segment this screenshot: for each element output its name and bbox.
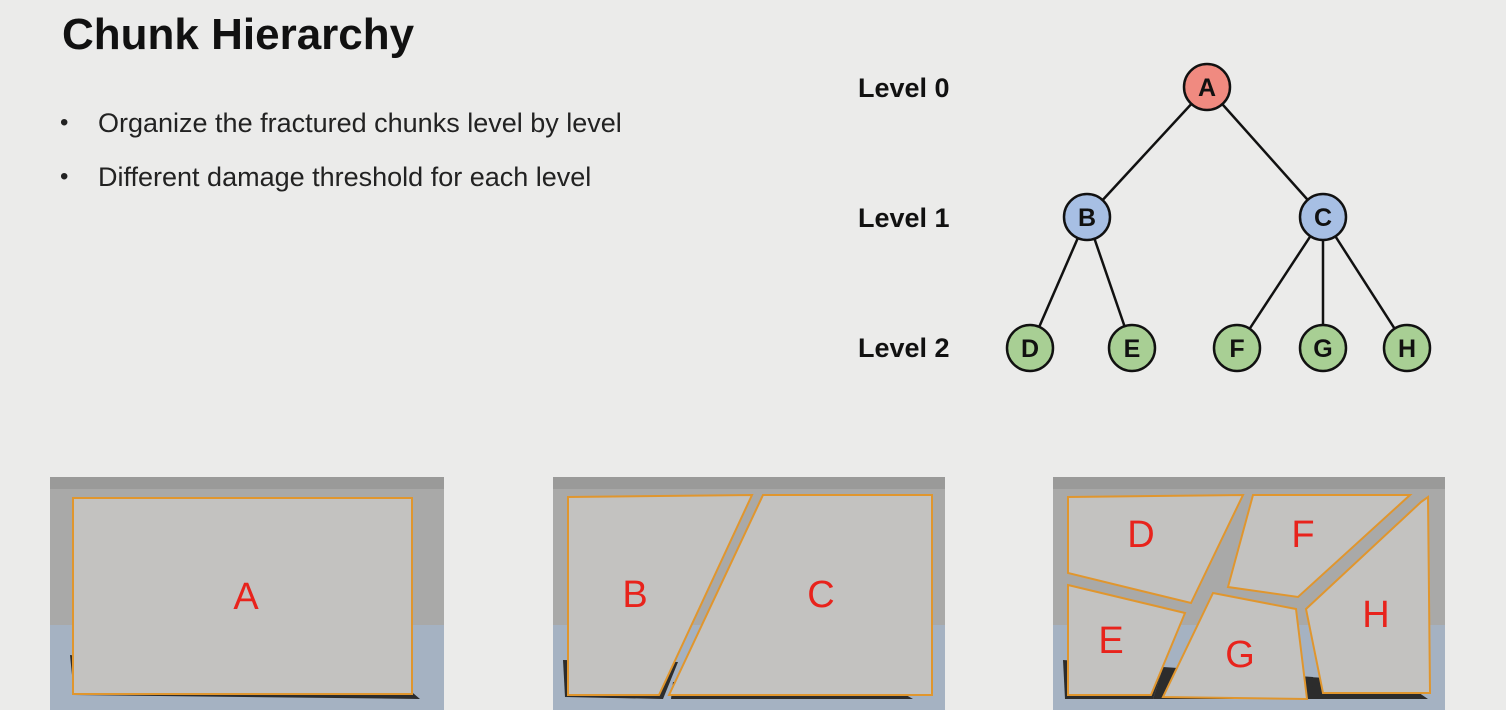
node-circle <box>1382 323 1432 373</box>
tree-node-h: H <box>1382 323 1432 373</box>
node-circle <box>1107 323 1157 373</box>
node-circle <box>1298 192 1348 242</box>
chunk-h <box>1304 495 1432 694</box>
node-label: C <box>1314 204 1332 232</box>
chunk-d <box>1067 493 1245 605</box>
bullet-list: • Organize the fractured chunks level by… <box>60 104 622 212</box>
chunk-panel-level-2: D F E G H <box>1053 477 1445 710</box>
edge-c-h <box>1321 216 1409 349</box>
chunk-label: G <box>1225 634 1255 676</box>
chunk-c <box>667 494 933 696</box>
node-label: B <box>1078 204 1096 232</box>
node-label: F <box>1229 335 1244 363</box>
node-circle <box>1212 323 1262 373</box>
node-label: E <box>1124 335 1141 363</box>
node-label: A <box>1198 74 1216 102</box>
chunk-label: C <box>807 574 834 616</box>
chunk-a <box>72 497 413 695</box>
slide-title: Chunk Hierarchy <box>62 10 415 59</box>
hierarchy-tree: Level 0 Level 1 Level 2 A B C D <box>858 62 1432 373</box>
chunk-label: F <box>1291 514 1314 556</box>
tree-node-b: B <box>1062 192 1112 242</box>
tree-node-g: G <box>1298 323 1348 373</box>
chunk-label: B <box>622 574 647 616</box>
chunk-label: H <box>1362 594 1389 636</box>
node-circle <box>1298 323 1348 373</box>
bullet-item: • Organize the fractured chunks level by… <box>60 104 622 158</box>
chunk-f <box>1226 494 1413 599</box>
bullet-dot-icon: • <box>60 109 69 136</box>
node-label: D <box>1021 335 1039 363</box>
chunk-g <box>1161 591 1309 701</box>
node-label: G <box>1313 335 1332 363</box>
chunk-panel-level-1: B C <box>553 477 945 710</box>
node-circle <box>1005 323 1055 373</box>
node-circle <box>1182 62 1232 112</box>
edge-a-b <box>1086 86 1208 218</box>
bullet-item: • Different damage threshold for each le… <box>60 158 622 212</box>
tree-node-f: F <box>1212 323 1262 373</box>
chunk-panel-level-0: A <box>50 477 444 710</box>
edge-c-f <box>1235 216 1325 349</box>
node-circle <box>1062 192 1112 242</box>
tree-node-c: C <box>1298 192 1348 242</box>
bullet-text: Organize the fractured chunks level by l… <box>98 108 622 138</box>
bullet-dot-icon: • <box>60 163 69 190</box>
level-label-2: Level 2 <box>858 333 950 363</box>
node-label: H <box>1398 335 1416 363</box>
chunk-label: A <box>233 576 259 618</box>
level-label-1: Level 1 <box>858 203 950 233</box>
tree-node-e: E <box>1107 323 1157 373</box>
tree-node-a: A <box>1182 62 1232 112</box>
chunk-label: E <box>1098 620 1123 662</box>
chunk-b <box>567 493 754 696</box>
chunk-label: D <box>1127 514 1154 556</box>
edge-a-c <box>1206 86 1324 218</box>
chunk-e <box>1067 583 1187 696</box>
tree-node-d: D <box>1005 323 1055 373</box>
bullet-text: Different damage threshold for each leve… <box>98 162 592 192</box>
level-label-0: Level 0 <box>858 73 950 103</box>
